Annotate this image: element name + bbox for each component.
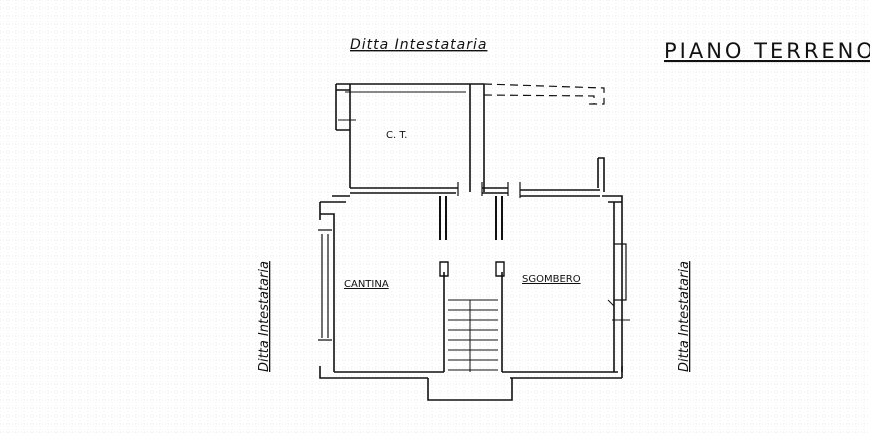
stair-walls xyxy=(427,272,513,401)
right-wall-stub xyxy=(597,157,605,192)
sheet-title: PIANO TERRENO xyxy=(664,39,870,63)
neighbor-label-left: Ditta Intestataria xyxy=(257,261,272,372)
walls xyxy=(318,83,630,401)
bottom-wall xyxy=(319,366,623,379)
door-marks xyxy=(457,182,521,198)
stair-treads xyxy=(448,299,498,372)
left-outer-wall xyxy=(319,195,350,372)
right-outer-wall xyxy=(602,195,623,372)
dashed-balcony-outline xyxy=(483,83,605,105)
neighbor-label-right: Ditta Intestataria xyxy=(677,261,692,372)
tick-marks xyxy=(338,119,630,321)
door-left xyxy=(439,261,505,277)
left-window xyxy=(318,229,332,341)
corridor-jambs xyxy=(439,196,503,240)
neighbor-label-top: Ditta Intestataria xyxy=(350,37,487,53)
room-label-sgombero: SGOMBERO xyxy=(522,274,581,285)
room-label-cantina: CANTINA xyxy=(344,279,389,290)
right-window xyxy=(614,243,627,301)
ct-room-wall xyxy=(335,83,485,192)
room-label-ct: C. T. xyxy=(386,130,407,141)
upper-partition-wall xyxy=(350,187,600,197)
